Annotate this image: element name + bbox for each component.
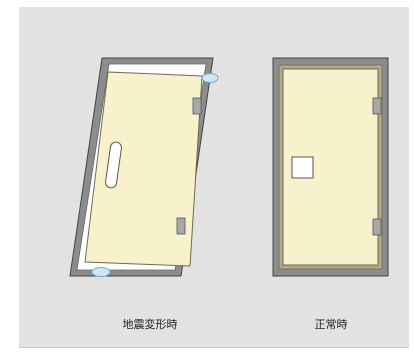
deformed-door-leaf [84, 71, 203, 267]
normal-door-hinge-bottom [372, 218, 382, 236]
gap-marker-bottom [91, 267, 111, 277]
deformed-door-hinge-top [192, 97, 202, 115]
deformed-door-illustration [69, 57, 219, 277]
deformed-door-hinge-bottom [176, 217, 186, 235]
gap-marker-top [201, 73, 219, 83]
deformed-door-handle [105, 141, 122, 189]
earthquake-deformation-label: 地震変形時 [122, 318, 178, 331]
normal-door-hinge-top [372, 97, 382, 115]
normal-door-illustration [272, 57, 389, 277]
normal-door-handle [291, 156, 314, 179]
normal-state-label: 正常時 [314, 318, 348, 331]
